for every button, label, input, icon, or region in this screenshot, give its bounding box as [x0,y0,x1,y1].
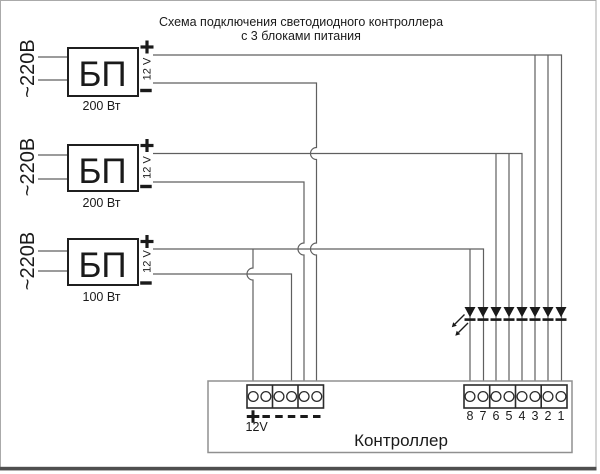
terminal-number-3: 3 [532,409,539,423]
psu-1-power-label: 200 Вт [83,99,121,113]
psu-2-minus-icon [140,184,152,189]
psu1-minus-wire [153,82,318,385]
channel-terminal-numbers: 8 7 6 5 4 3 2 1 [467,409,565,423]
channel-terminal-screws [464,390,567,403]
psu-1-minus-icon [140,88,152,93]
terminal-number-6: 6 [493,409,500,423]
terminal-number-5: 5 [506,409,513,423]
psu-1-box [67,47,139,97]
psu-1: БП 200 Вт ~220В 12 V [17,39,154,113]
psu-2-power-label: 200 Вт [83,196,121,210]
power-terminal-voltage-label: 12V [246,420,269,434]
psu-3-power-label: 100 Вт [83,290,121,304]
psu-1-label: БП [78,55,126,94]
psu-2-mains-label: ~220В [17,138,39,196]
psu-3-box [67,238,139,286]
power-terminal-block: 12V [246,384,325,434]
psu-3-label: БП [78,246,126,285]
controller-label: Контроллер [354,431,448,450]
terminal-number-1: 1 [558,409,565,423]
psu-1-voltage-label: 12 V [142,57,154,80]
psu-3-voltage-label: 12 V [142,250,154,273]
channel-terminal-block: 8 7 6 5 4 3 2 1 [463,384,568,423]
psu-2: БП 200 Вт ~220В 12 V [17,138,154,210]
psu-2-box [67,144,139,192]
psu-3-plus-icon [140,235,154,248]
psu-3: БП 100 Вт ~220В 12 V [17,232,154,304]
title-line-2: с 3 блоками питания [241,29,361,43]
title-line-1: Схема подключения светодиодного контролл… [159,15,443,29]
terminal-number-2: 2 [545,409,552,423]
psu-3-mains-label: ~220В [17,232,39,290]
terminal-number-4: 4 [519,409,526,423]
psu-3-minus-icon [140,281,152,285]
diagram-title: Схема подключения светодиодного контролл… [159,15,443,43]
led-light-arrows-icon [451,314,469,336]
psu-2-label: БП [78,152,126,191]
psu1-plus-wire [153,54,563,385]
terminal-number-8: 8 [467,409,474,423]
power-terminal-plus-icon [246,410,260,423]
controller: Контроллер 12V [207,380,573,454]
psu-2-plus-icon [140,139,154,152]
bottom-bar [0,466,597,471]
mains-input-wires [38,56,68,272]
psu-2-voltage-label: 12 V [142,156,154,179]
terminal-number-7: 7 [480,409,487,423]
power-terminal-screws [247,390,323,403]
psu3-minus-wire [153,273,293,385]
psu2-minus-wire [153,181,305,385]
psu-1-mains-label: ~220В [17,39,39,97]
power-terminal-minus-icons [262,415,321,418]
psu-1-plus-icon [140,40,154,54]
